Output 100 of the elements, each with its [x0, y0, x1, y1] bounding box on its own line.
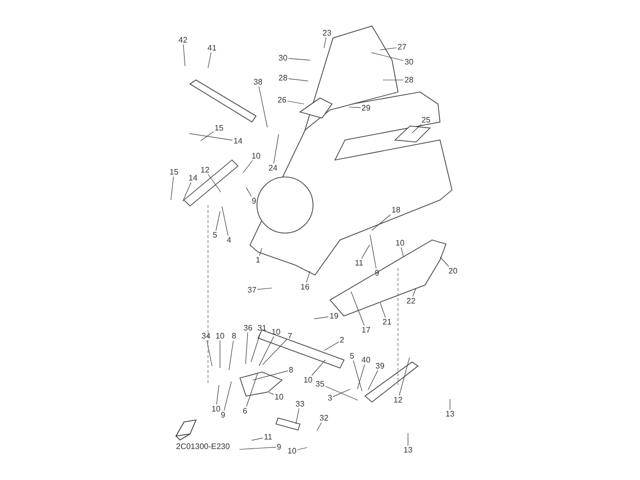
callout-number: 8	[232, 332, 236, 340]
leader-line	[242, 160, 253, 174]
leader-line	[400, 247, 404, 258]
leader-line	[371, 52, 404, 61]
leader-line	[348, 106, 361, 108]
callout-number: 10	[212, 404, 220, 414]
leader-line	[372, 214, 391, 231]
leader-line	[288, 58, 310, 60]
leader-line	[312, 360, 326, 376]
callout-number: 41	[208, 44, 216, 52]
leader-line	[252, 370, 288, 380]
callout-number: 11	[264, 432, 272, 442]
leader-line	[361, 244, 370, 259]
leader-line	[259, 248, 262, 256]
callout-number: 20	[448, 266, 458, 276]
leader-line	[357, 364, 365, 390]
callout-number: 16	[300, 282, 310, 292]
leader-line	[370, 234, 376, 269]
callout-number: 38	[254, 78, 262, 86]
leader-line	[216, 210, 220, 231]
callout-number: 9	[220, 410, 226, 420]
callout-number: 19	[330, 312, 338, 320]
leader-line	[206, 340, 212, 366]
leader-line	[182, 182, 192, 202]
leader-line	[216, 384, 220, 405]
leader-line	[440, 256, 450, 267]
leader-line	[258, 86, 268, 128]
callout-number: 23	[322, 28, 332, 38]
leader-line	[332, 388, 351, 397]
callout-number: 36	[244, 324, 252, 332]
leader-line	[412, 124, 422, 134]
callout-number: 22	[406, 296, 416, 306]
leader-line	[368, 370, 378, 390]
leader-line	[324, 341, 340, 351]
leader-line	[208, 52, 212, 68]
leader-line	[189, 133, 233, 140]
leader-line	[398, 357, 410, 396]
callout-number: 6	[242, 406, 248, 416]
leader-line	[239, 446, 276, 450]
leader-line	[246, 372, 258, 407]
callout-number: 42	[178, 36, 188, 44]
callout-number: 24	[268, 164, 278, 172]
leader-line	[288, 78, 308, 82]
callout-number: 12	[200, 166, 210, 174]
leader-line	[287, 100, 304, 104]
leader-line	[306, 270, 310, 283]
callout-number: 28	[278, 74, 288, 82]
callout-number: 10	[216, 332, 224, 340]
leader-line	[208, 174, 222, 192]
callout-number: 9	[252, 196, 256, 206]
callout-number: 4	[226, 236, 232, 244]
callout-number: 3	[328, 394, 332, 402]
leader-line	[324, 37, 326, 48]
callout-number: 39	[376, 362, 384, 370]
leader-line	[200, 132, 214, 142]
callout-number: 14	[234, 136, 242, 146]
callout-number: 5	[350, 352, 354, 360]
callout-number: 18	[392, 206, 400, 214]
drawing-code: 2C01300-E230	[176, 442, 230, 451]
callout-number: 21	[382, 318, 392, 326]
callout-number: 10	[304, 376, 312, 384]
callout-number: 34	[202, 332, 210, 340]
callout-number: 33	[296, 400, 304, 408]
leader-line	[296, 408, 300, 425]
callout-number: 29	[362, 104, 370, 112]
leader-line	[273, 134, 279, 164]
callout-number: 11	[354, 258, 364, 268]
callout-number: 27	[398, 42, 406, 52]
callout-number: 13	[446, 410, 454, 418]
callout-number: 7	[288, 332, 292, 340]
leader-line	[170, 176, 174, 200]
callout-number: 5	[212, 230, 218, 240]
leader-line	[262, 338, 288, 365]
leader-line	[352, 360, 362, 392]
callout-number: 35	[316, 380, 324, 388]
leader-line	[412, 288, 416, 297]
callout-number: 13	[404, 446, 412, 454]
callout-number: 10	[396, 238, 404, 248]
leader-line	[258, 336, 274, 366]
leader-line	[250, 332, 261, 362]
leader-line	[224, 381, 232, 411]
callout-number: 9	[276, 442, 282, 452]
leader-line	[316, 422, 322, 432]
callout-number: 40	[362, 356, 370, 364]
callout-number: 10	[272, 328, 280, 336]
callout-number: 30	[278, 54, 288, 62]
leader-line	[380, 302, 386, 318]
leader-line	[268, 392, 274, 395]
callout-number: 28	[404, 76, 414, 84]
callout-number: 37	[248, 286, 256, 294]
callout-number: 15	[214, 124, 224, 132]
leader-line	[228, 340, 234, 370]
leader-line	[222, 206, 228, 236]
leader-line	[297, 447, 308, 450]
callout-number: 25	[422, 116, 430, 124]
leader-line	[246, 187, 252, 197]
leader-line	[257, 288, 272, 290]
leader-line	[380, 47, 397, 50]
callout-number: 15	[170, 168, 178, 176]
leader-line	[350, 291, 365, 326]
